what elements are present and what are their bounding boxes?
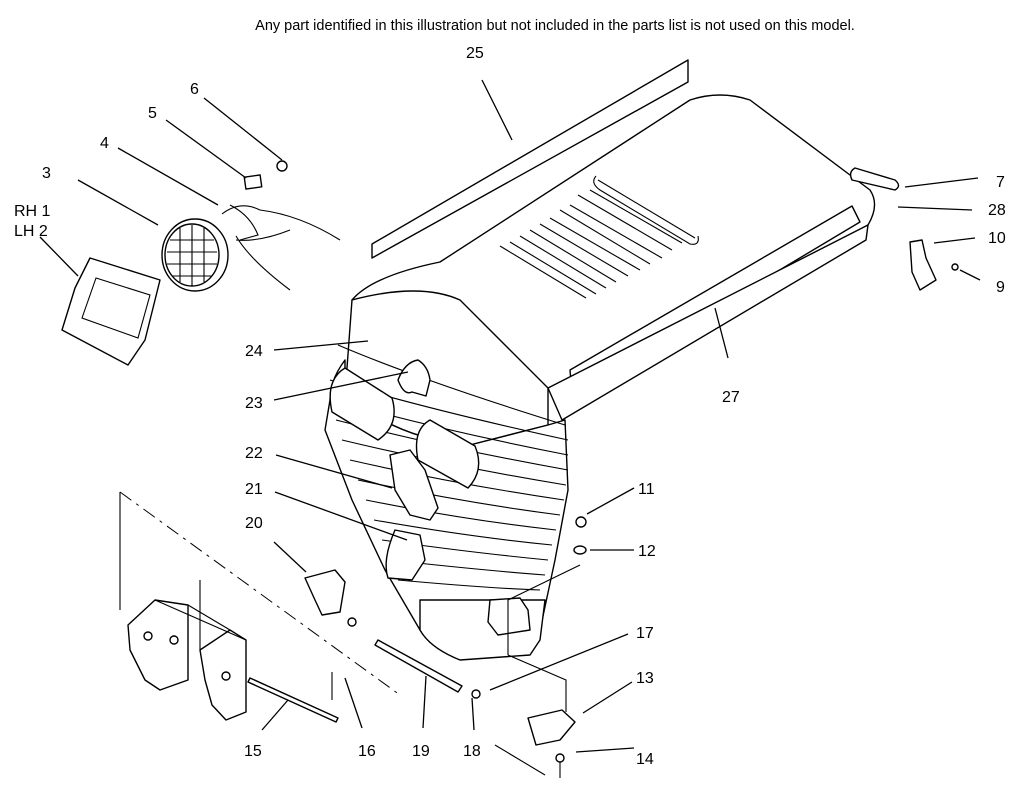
- part-4-wire-harness: [221, 205, 341, 291]
- headlight-lens-grid: [167, 225, 217, 286]
- mounting-bracket-assembly: [119, 491, 587, 778]
- part-labels: RH 1 LH 2 3 4 5 6 7 28 10 9 25 24 23 27 …: [14, 45, 1006, 768]
- main-bracket-left: [127, 599, 189, 691]
- label-14: 14: [636, 751, 654, 768]
- label-23: 23: [245, 395, 263, 412]
- leader-lines: [39, 79, 981, 753]
- hood-vents: [499, 175, 699, 299]
- label-3: 3: [42, 165, 51, 182]
- hood-right-bracket: [487, 597, 531, 636]
- label-25: 25: [466, 45, 484, 62]
- label-13: 13: [636, 670, 654, 687]
- label-16: 16: [358, 743, 376, 760]
- part-12-washer: [573, 545, 587, 555]
- label-6: 6: [190, 81, 199, 98]
- label-22: 22: [245, 445, 263, 462]
- part-6-screw: [276, 160, 288, 172]
- label-27: 27: [722, 389, 740, 406]
- part-14-screw: [555, 753, 565, 763]
- right-headlight-opening: [415, 419, 480, 489]
- label-7: 7: [996, 174, 1005, 191]
- label-19: 19: [412, 743, 430, 760]
- label-4: 4: [100, 135, 109, 152]
- label-28: 28: [988, 202, 1006, 219]
- part-10-latch: [909, 239, 937, 291]
- hood: [324, 94, 876, 661]
- label-rh-1: RH 1: [14, 203, 51, 220]
- left-headlight-opening: [329, 367, 395, 441]
- label-11: 11: [638, 481, 655, 498]
- part-20-bracket: [304, 569, 346, 616]
- part-1-2-headlight-housing: [61, 257, 161, 366]
- label-18: 18: [463, 743, 481, 760]
- part-13-bracket: [527, 709, 576, 746]
- label-5: 5: [148, 105, 157, 122]
- part-19-rod: [374, 639, 463, 693]
- part-21-lower-latch: [385, 529, 426, 581]
- diagram-note: Any part identified in this illustration…: [255, 18, 855, 34]
- part-25-decal-strip: [371, 59, 689, 259]
- part-22-latch-cover: [389, 449, 439, 521]
- label-21: 21: [245, 481, 263, 498]
- part-5-clip: [243, 174, 263, 190]
- label-lh-2: LH 2: [14, 223, 48, 240]
- part-9-screw: [951, 263, 959, 271]
- label-20: 20: [245, 515, 263, 532]
- label-10: 10: [988, 230, 1006, 247]
- part-7-grip: [849, 167, 900, 191]
- label-12: 12: [638, 543, 656, 560]
- part-15-rod: [247, 677, 339, 723]
- label-17: 17: [636, 625, 654, 642]
- part-23-emblem: [397, 359, 431, 397]
- part-11-nut: [575, 516, 587, 528]
- label-9: 9: [996, 279, 1005, 296]
- label-15: 15: [244, 743, 262, 760]
- label-24: 24: [245, 343, 263, 360]
